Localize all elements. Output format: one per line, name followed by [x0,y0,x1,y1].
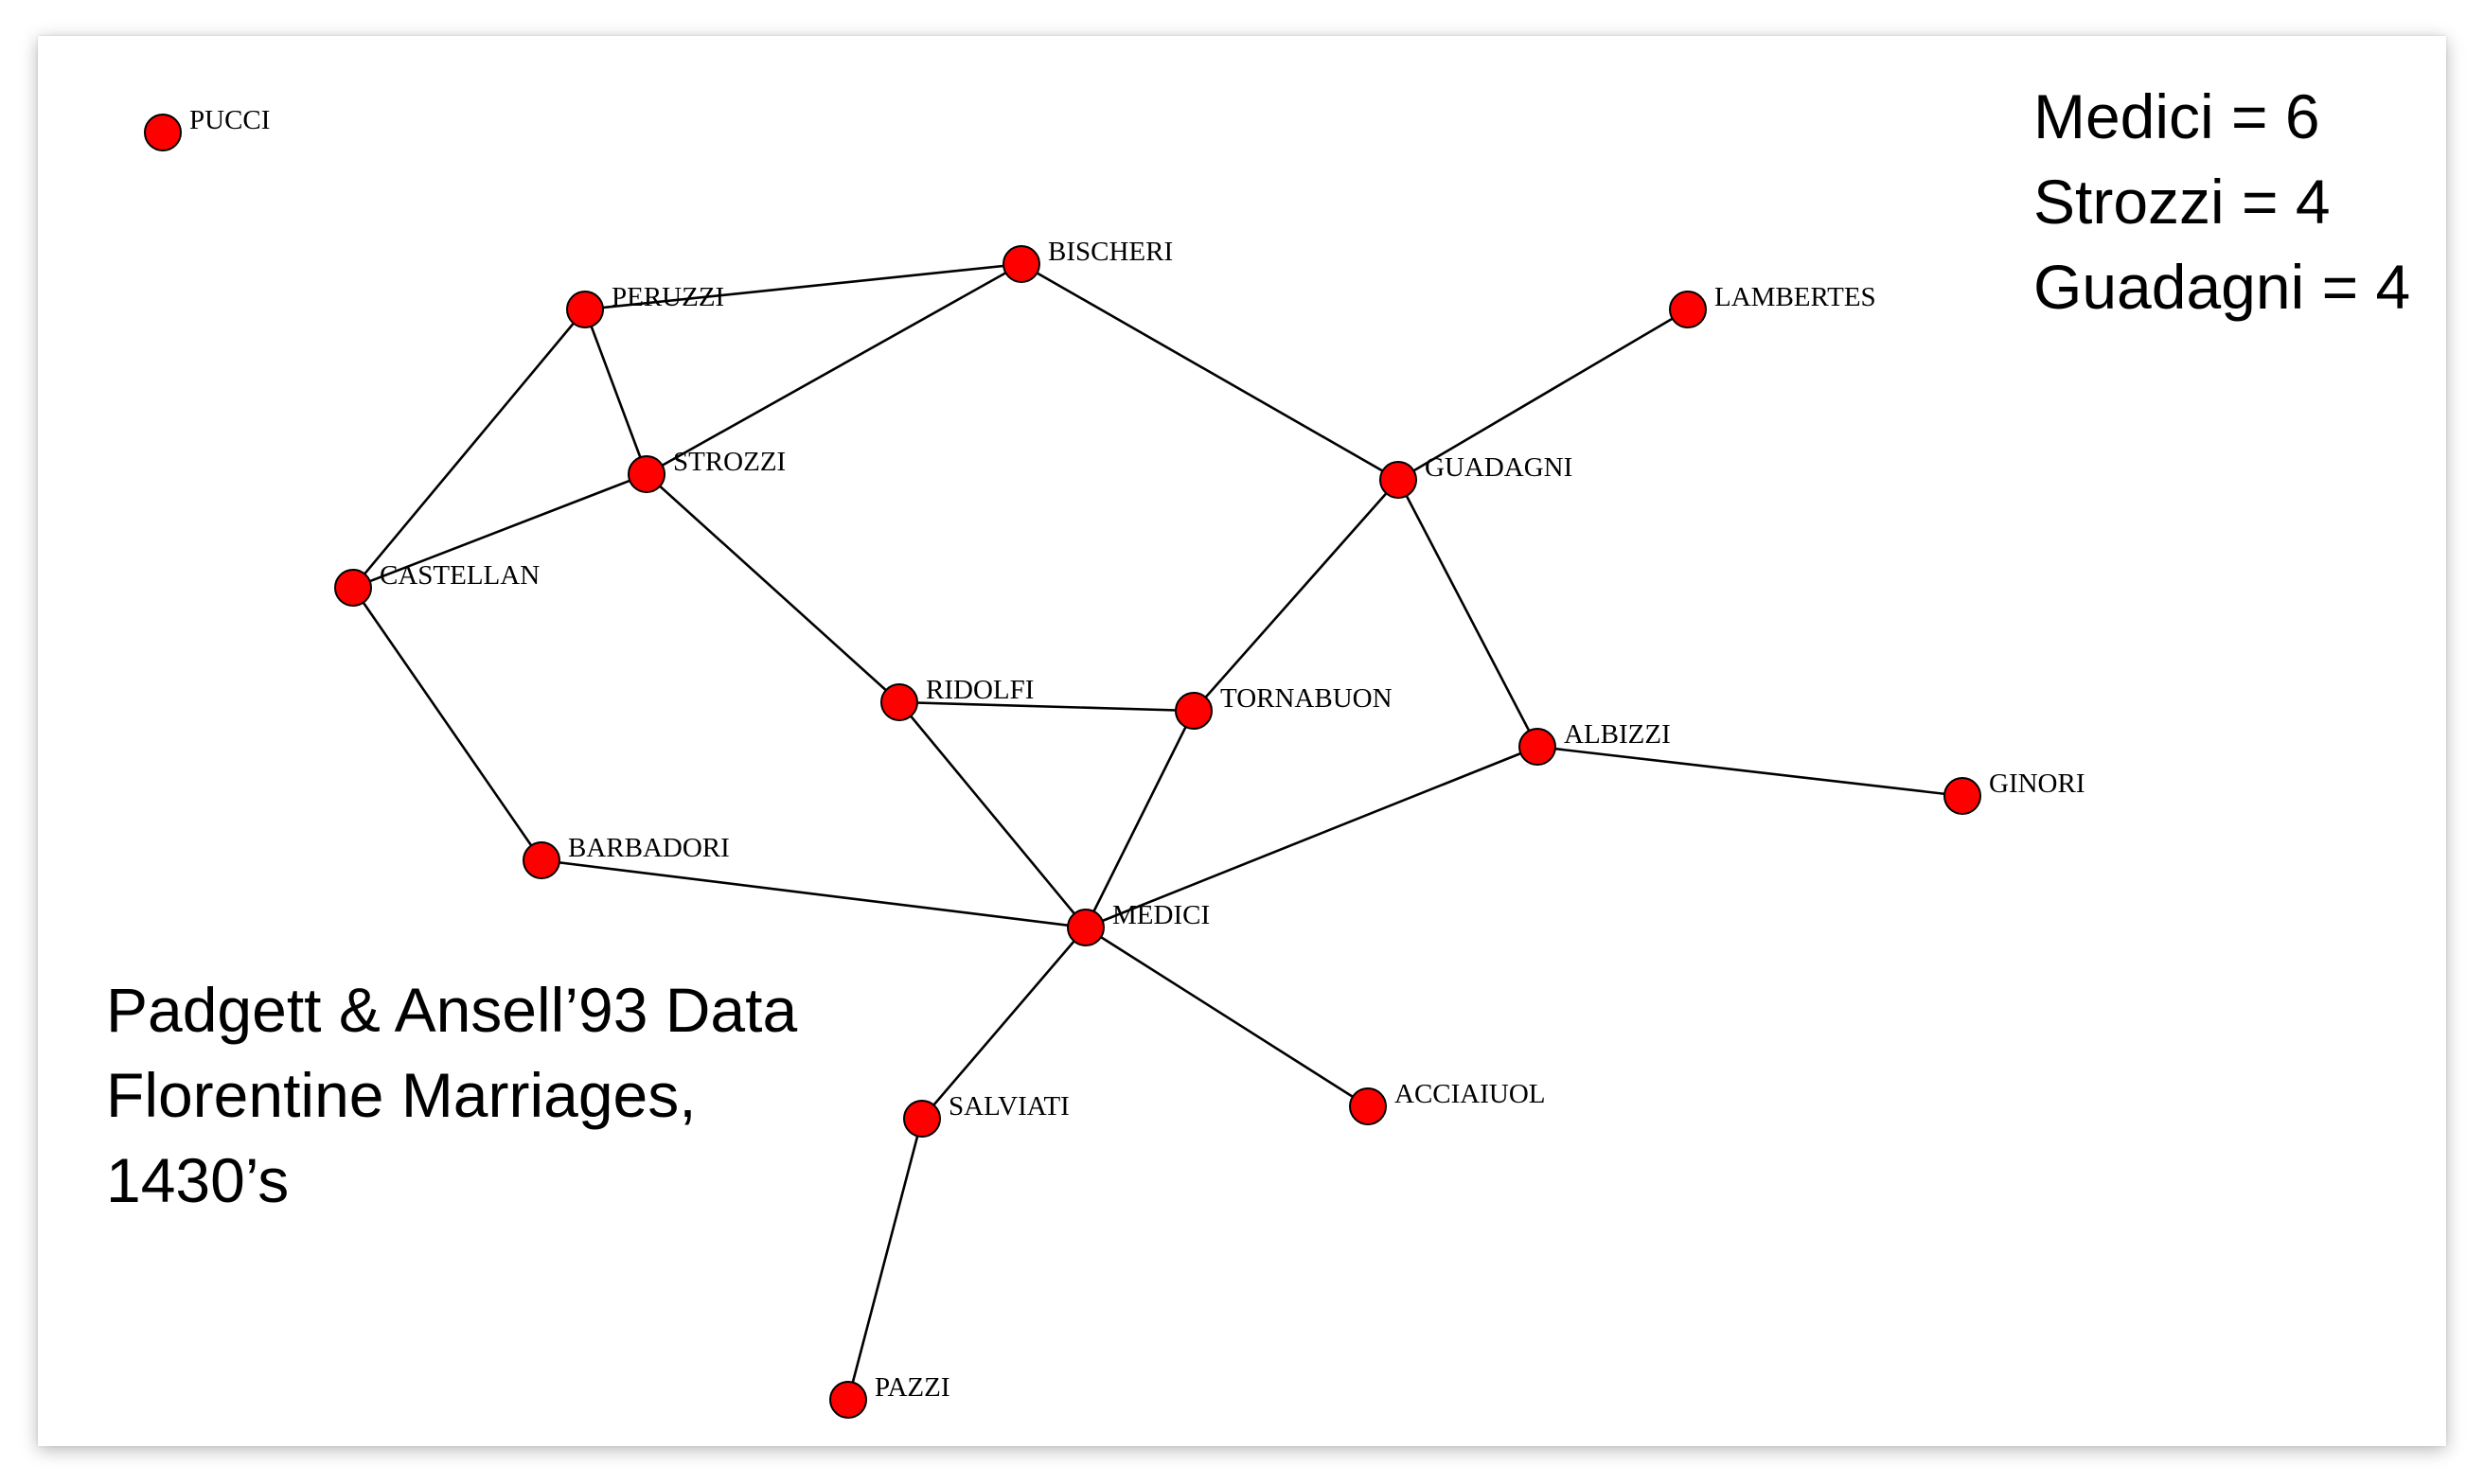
node-marker [523,841,560,879]
node-marker [628,455,665,493]
node-albizzi: ALBIZZI [1518,719,1671,766]
node-marker [1669,291,1707,328]
node-label: ACCIAIUOL [1394,1079,1546,1109]
edge-ridolfi-tornabuon [898,700,1195,713]
caption-line-1: Padgett & Ansell’93 Data [106,975,798,1045]
caption-line-2: Florentine Marriages, [106,1060,697,1130]
edge-guadagni-albizzi [1396,479,1539,748]
node-label: ALBIZZI [1564,719,1671,750]
node-label: PERUZZI [612,282,724,312]
node-layer: PUCCI PERUZZI BISCHERI LAMBERTES STROZZI GUAD… [144,105,2085,1419]
edge-medici-acciaiuol [1085,926,1369,1108]
node-marker [903,1100,941,1138]
edge-layer [351,262,1963,1401]
node-label: TORNABUON [1220,683,1393,714]
edge-peruzzi-castellan [352,309,586,589]
edge-strozzi-castellan [352,472,648,590]
node-label: GUADAGNI [1425,452,1572,483]
edge-peruzzi-bischeri [584,262,1022,311]
caption-line-3: 1430’s [106,1145,290,1215]
node-marker [1175,692,1213,730]
node-marker [144,114,182,151]
node-marker [1067,909,1105,946]
node-label: PAZZI [875,1372,950,1403]
node-ginori: GINORI [1943,768,2085,815]
stat-guadagni: Guadagni = 4 [2033,252,2411,322]
edge-guadagni-tornabuon [1193,479,1399,712]
node-label: GINORI [1989,768,2085,799]
node-label: BARBADORI [568,833,730,863]
node-marker [1379,461,1417,499]
node-marker [880,683,918,721]
node-label: RIDOLFI [926,675,1034,705]
node-pucci: PUCCI [144,105,270,151]
node-salviati: SALVIATI [903,1091,1070,1138]
node-pazzi: PAZZI [829,1372,950,1419]
edge-tornabuon-medici [1084,710,1196,928]
node-strozzi: STROZZI [628,447,786,493]
node-label: STROZZI [673,447,786,477]
node-marker [1349,1087,1387,1125]
edge-barbadori-medici [541,858,1087,929]
stat-medici: Medici = 6 [2033,81,2320,151]
edge-bischeri-guadagni [1020,262,1399,482]
edge-bischeri-strozzi [646,262,1022,476]
edge-medici-salviati [921,927,1087,1120]
node-marker [1518,728,1556,766]
node-label: CASTELLAN [380,560,540,591]
node-label: MEDICI [1112,900,1210,930]
node-label: PUCCI [189,105,270,135]
node-lambertes: LAMBERTES [1669,282,1876,328]
network-graph: PUCCI PERUZZI BISCHERI LAMBERTES STROZZI GUAD… [144,105,2085,1419]
node-acciaiuol: ACCIAIUOL [1349,1079,1546,1125]
node-marker [829,1381,867,1419]
edge-strozzi-ridolfi [646,473,900,703]
node-peruzzi: PERUZZI [566,282,724,328]
node-marker [334,569,372,607]
node-castellan: CASTELLAN [334,560,540,607]
node-ridolfi: RIDOLFI [880,675,1034,721]
node-marker [1002,245,1040,283]
node-bischeri: BISCHERI [1002,237,1173,283]
node-marker [1943,777,1981,815]
node-label: SALVIATI [949,1091,1070,1122]
node-tornabuon: TORNABUON [1175,683,1393,730]
edge-ridolfi-medici [897,701,1088,928]
node-label: LAMBERTES [1714,282,1876,312]
edge-salviati-pazzi [846,1118,924,1401]
slide: PUCCI PERUZZI BISCHERI LAMBERTES STROZZI GUAD… [38,36,2446,1446]
edge-albizzi-ginori [1536,745,1963,798]
node-medici: MEDICI [1067,900,1210,946]
edge-castellan-barbadori [351,587,543,861]
edge-lambertes-guadagni [1397,308,1689,482]
edge-peruzzi-strozzi [583,309,648,475]
node-marker [566,291,604,328]
node-guadagni: GUADAGNI [1379,452,1572,499]
caption: Padgett & Ansell’93 Data Florentine Marr… [106,967,797,1223]
degree-stats: Medici = 6 Strozzi = 4 Guadagni = 4 [2033,74,2410,329]
edge-albizzi-medici [1085,745,1538,929]
node-barbadori: BARBADORI [523,833,730,879]
node-label: BISCHERI [1048,237,1173,267]
stat-strozzi: Strozzi = 4 [2033,167,2331,237]
